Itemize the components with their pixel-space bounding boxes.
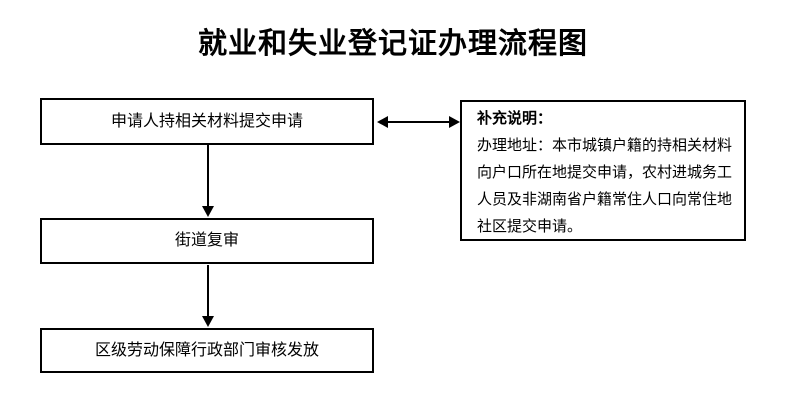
flow-step-district-issue: 区级劳动保障行政部门审核发放: [40, 328, 374, 373]
note-line: 社区提交申请。: [477, 218, 583, 235]
flow-step-label: 区级劳动保障行政部门审核发放: [94, 341, 319, 359]
note-line: 人员及非湖南省户籍常住人口向常住地: [477, 191, 733, 208]
down-arrow-icon: [201, 145, 214, 217]
note-box: 补充说明： 办理地址：本市城镇户籍的持相关材料 向户口所在地提交申请，农村进城务…: [460, 100, 746, 241]
arrow-shaft: [206, 265, 209, 316]
down-arrow-icon: [201, 265, 214, 327]
page-title: 就业和失业登记证办理流程图: [197, 28, 588, 60]
arrow-down-head-icon: [201, 316, 214, 327]
flow-step-label: 街道复审: [174, 232, 239, 250]
double-arrow-icon: [377, 115, 460, 128]
flow-step-submit-application: 申请人持相关材料提交申请: [40, 98, 374, 145]
arrow-shaft: [388, 120, 449, 123]
arrow-left-head-icon: [377, 115, 388, 128]
flow-step-street-review: 街道复审: [40, 218, 374, 264]
flow-step-label: 申请人持相关材料提交申请: [110, 112, 303, 130]
note-line: 向户口所在地提交申请，农村进城务工: [477, 164, 733, 181]
note-line: 办理地址：本市城镇户籍的持相关材料: [477, 137, 733, 154]
arrow-down-head-icon: [201, 206, 214, 217]
note-heading: 补充说明：: [477, 110, 553, 127]
arrow-shaft: [206, 145, 209, 206]
arrow-right-head-icon: [449, 115, 460, 128]
